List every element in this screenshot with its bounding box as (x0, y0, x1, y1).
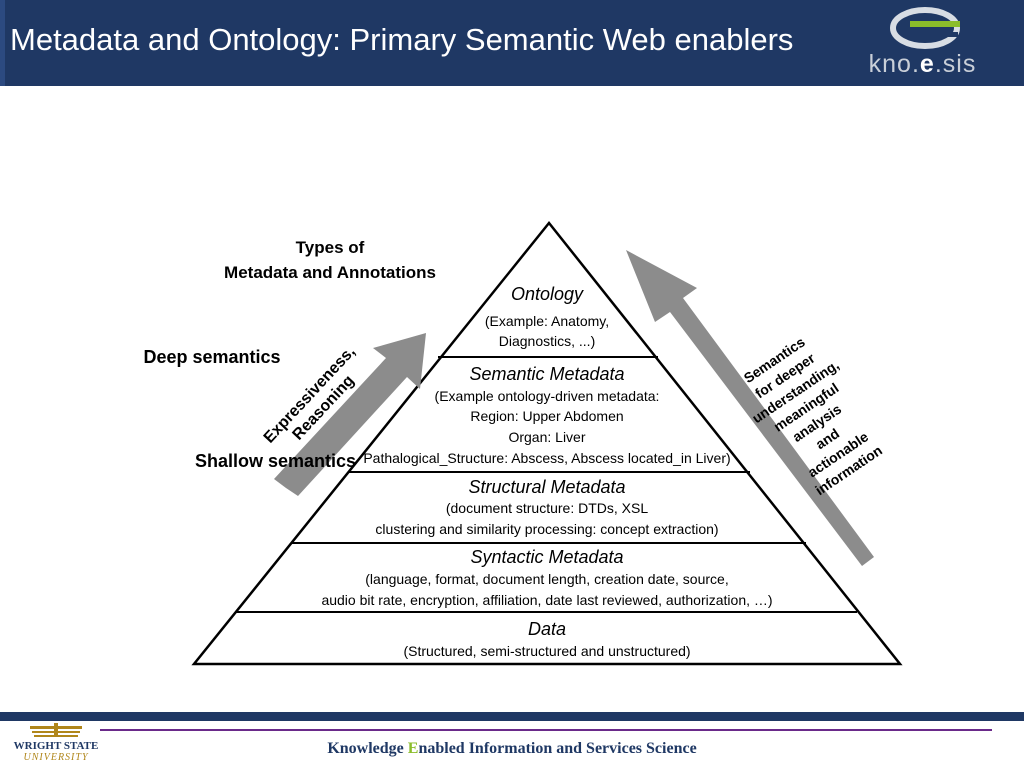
diagram-heading: Metadata and Annotations (224, 263, 436, 282)
university-name: WRIGHT STATE (13, 740, 99, 752)
knoesis-logo-mark (890, 7, 960, 49)
wright-state-emblem (30, 723, 82, 737)
tier-title: Structural Metadata (468, 477, 625, 497)
tier-title: Semantic Metadata (469, 364, 624, 384)
deep-semantics-label: Deep semantics (143, 347, 280, 367)
wright-state-logo: WRIGHT STATE UNIVERSITY (6, 722, 106, 766)
tier-title: Data (528, 619, 566, 639)
diagram-heading: Types of (296, 238, 365, 257)
slide-title: Metadata and Ontology: Primary Semantic … (10, 22, 794, 57)
tier-detail: (document structure: DTDs, XSL (446, 500, 649, 516)
tier-title: Ontology (511, 284, 584, 304)
tier-detail: Pathalogical_Structure: Abscess, Abscess… (363, 450, 730, 466)
tier-detail: Diagnostics, ...) (499, 333, 595, 349)
university-subtitle: UNIVERSITY (23, 752, 89, 763)
expressiveness-arrow (274, 333, 426, 496)
tier-detail: Organ: Liver (508, 429, 585, 445)
footer-rule (100, 729, 992, 731)
footer-band (0, 712, 1024, 721)
shallow-semantics-label: Shallow semantics (195, 451, 356, 471)
title-bar-edge (0, 0, 5, 86)
tier-detail: (Structured, semi-structured and unstruc… (403, 643, 690, 659)
tier-title: Syntactic Metadata (470, 547, 623, 567)
knoesis-logo: kno.e.sis (840, 6, 1010, 78)
tier-detail: audio bit rate, encryption, affiliation,… (321, 592, 772, 608)
semantics-arrow (626, 250, 874, 566)
tier-detail: clustering and similarity processing: co… (375, 521, 718, 537)
knoesis-logo-text: kno.e.sis (868, 50, 977, 78)
tier-detail: (language, format, document length, crea… (365, 571, 728, 587)
tier-detail: (Example: Anatomy, (485, 313, 609, 329)
title-bar: Metadata and Ontology: Primary Semantic … (0, 0, 1024, 86)
tier-detail: Region: Upper Abdomen (470, 408, 623, 424)
pyramid-outline (191, 220, 903, 666)
footer-tagline: Knowledge Enabled Information and Servic… (327, 740, 697, 757)
pyramid-tiers: Ontology (Example: Anatomy, Diagnostics, .… (321, 284, 772, 659)
tier-detail: (Example ontology-driven metadata: (435, 388, 660, 404)
